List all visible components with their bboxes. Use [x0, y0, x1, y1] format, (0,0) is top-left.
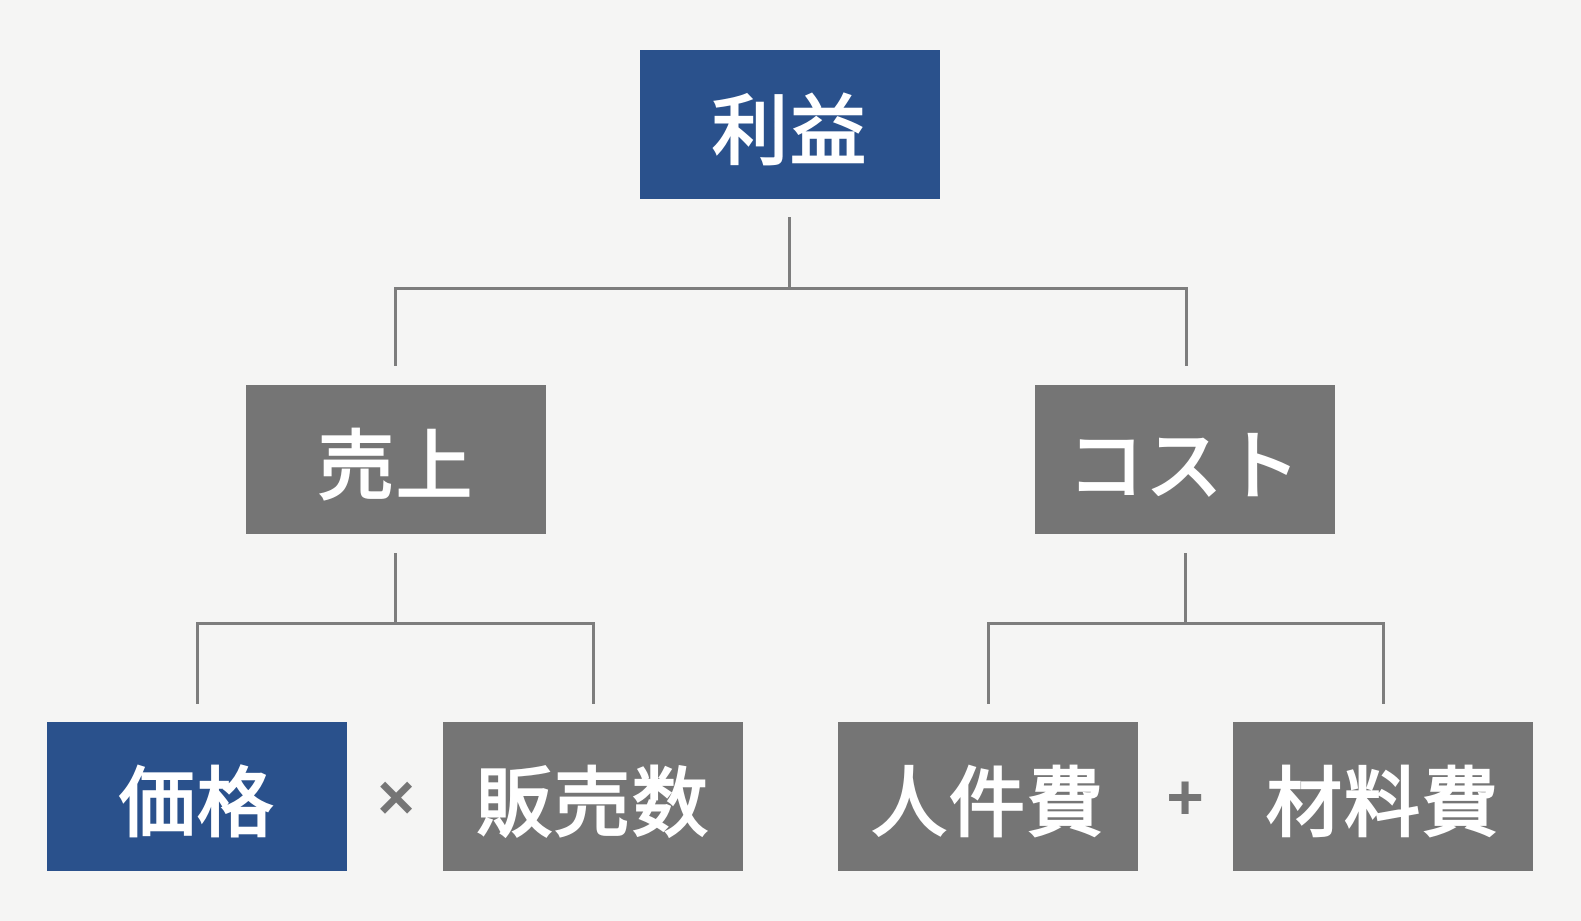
- node-price: 価格: [47, 722, 347, 871]
- connector-labor-drop: [987, 622, 990, 704]
- multiply-operator: ×: [349, 722, 443, 871]
- connector-sales-drop: [394, 287, 397, 366]
- node-labor-cost-label: 人件費: [871, 761, 1105, 847]
- connector-units-drop: [592, 622, 595, 704]
- node-sales-label: 売上: [318, 424, 474, 510]
- node-cost: コスト: [1035, 385, 1335, 534]
- node-cost-label: コスト: [1068, 424, 1302, 510]
- node-units-sold: 販売数: [443, 722, 743, 871]
- multiply-sign: ×: [377, 760, 415, 833]
- node-sales: 売上: [246, 385, 546, 534]
- plus-operator: +: [1138, 722, 1232, 871]
- connector-cost-branch: [987, 622, 1385, 625]
- connector-price-drop: [196, 622, 199, 704]
- connector-profit-stem: [788, 217, 791, 290]
- node-material-cost-label: 材料費: [1266, 761, 1500, 847]
- connector-material-drop: [1382, 622, 1385, 704]
- plus-sign: +: [1166, 760, 1204, 833]
- connector-sales-branch: [196, 622, 595, 625]
- connector-cost-drop: [1185, 287, 1188, 366]
- connector-cost-stem: [1184, 553, 1187, 625]
- node-profit-label: 利益: [712, 89, 868, 175]
- node-material-cost: 材料費: [1233, 722, 1533, 871]
- connector-profit-branch: [394, 287, 1188, 290]
- node-units-sold-label: 販売数: [476, 761, 710, 847]
- node-labor-cost: 人件費: [838, 722, 1138, 871]
- node-price-label: 価格: [119, 761, 275, 847]
- node-profit: 利益: [640, 50, 940, 199]
- connector-sales-stem: [394, 553, 397, 625]
